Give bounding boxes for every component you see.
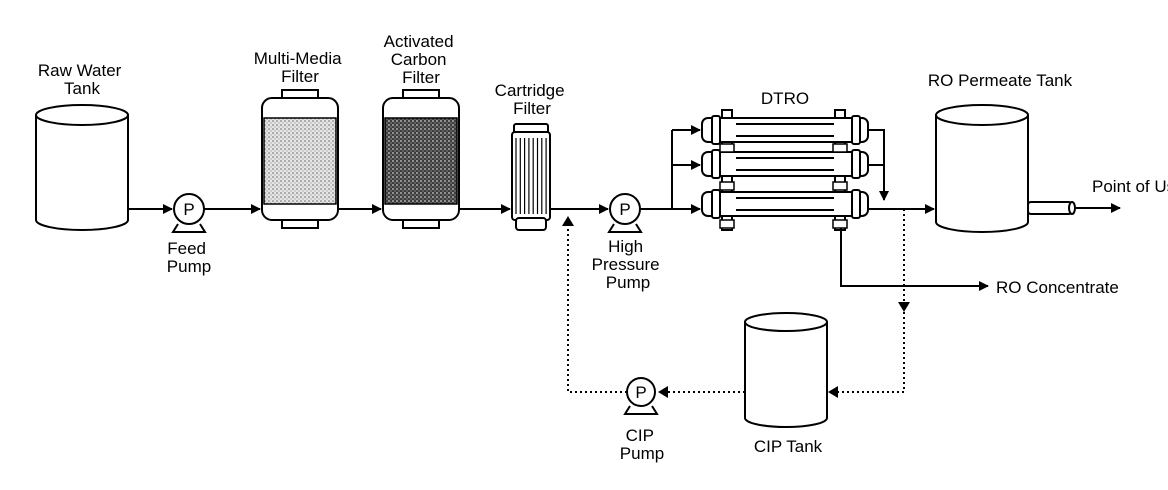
raw-water-tank <box>35 104 129 231</box>
dtro-label: DTRO <box>761 89 809 108</box>
cip-return-to-tank <box>836 312 905 393</box>
flow-ro-concentrate <box>840 228 989 291</box>
cip-tank <box>744 312 828 428</box>
multi-media-filter-label: Multi-Media Filter <box>254 49 347 86</box>
activated-carbon-filter <box>382 89 460 229</box>
high-pressure-pump: P <box>607 193 643 233</box>
cartridge-filter <box>511 123 551 231</box>
raw-water-tank-label: Raw Water Tank <box>38 61 126 98</box>
process-flow-lines <box>128 125 1121 291</box>
cip-system-arrow <box>562 216 574 226</box>
flow-hp-manifold <box>640 130 673 210</box>
cartridge-filter-label: Cartridge Filter <box>495 81 570 118</box>
cip-pump-arrow <box>658 386 668 398</box>
dtro-module-1 <box>701 115 869 145</box>
high-pressure-pump-symbol: P <box>619 200 630 219</box>
feed-pump-symbol: P <box>183 200 194 219</box>
permeate-from-module-1 <box>868 129 889 201</box>
ro-concentrate-label: RO Concentrate <box>996 278 1119 297</box>
dtro-modules <box>701 109 869 231</box>
cip-loop-lines <box>562 209 910 398</box>
high-pressure-pump-label: High Pressure Pump <box>592 237 665 292</box>
ro-permeate-tank-label: RO Permeate Tank <box>928 71 1073 90</box>
cip-pump: P <box>623 377 659 415</box>
dtro-module-3 <box>701 189 869 219</box>
cip-pump-symbol: P <box>635 383 646 402</box>
ro-permeate-tank <box>935 104 1076 233</box>
feed-pump: P <box>171 193 207 233</box>
multi-media-filter <box>261 89 339 229</box>
feed-pump-label: Feed Pump <box>167 239 211 276</box>
cip-pump-to-system <box>567 224 627 393</box>
cip-draw-arrow <box>898 302 910 312</box>
activated-carbon-filter-label: Activated Carbon Filter <box>384 32 459 87</box>
cip-tank-arrow <box>828 386 838 398</box>
cip-pump-label: CIP Pump <box>620 426 664 463</box>
cip-tank-label: CIP Tank <box>754 437 823 456</box>
point-of-use-label: Point of Use <box>1092 177 1168 196</box>
dtro-module-2 <box>701 149 869 179</box>
